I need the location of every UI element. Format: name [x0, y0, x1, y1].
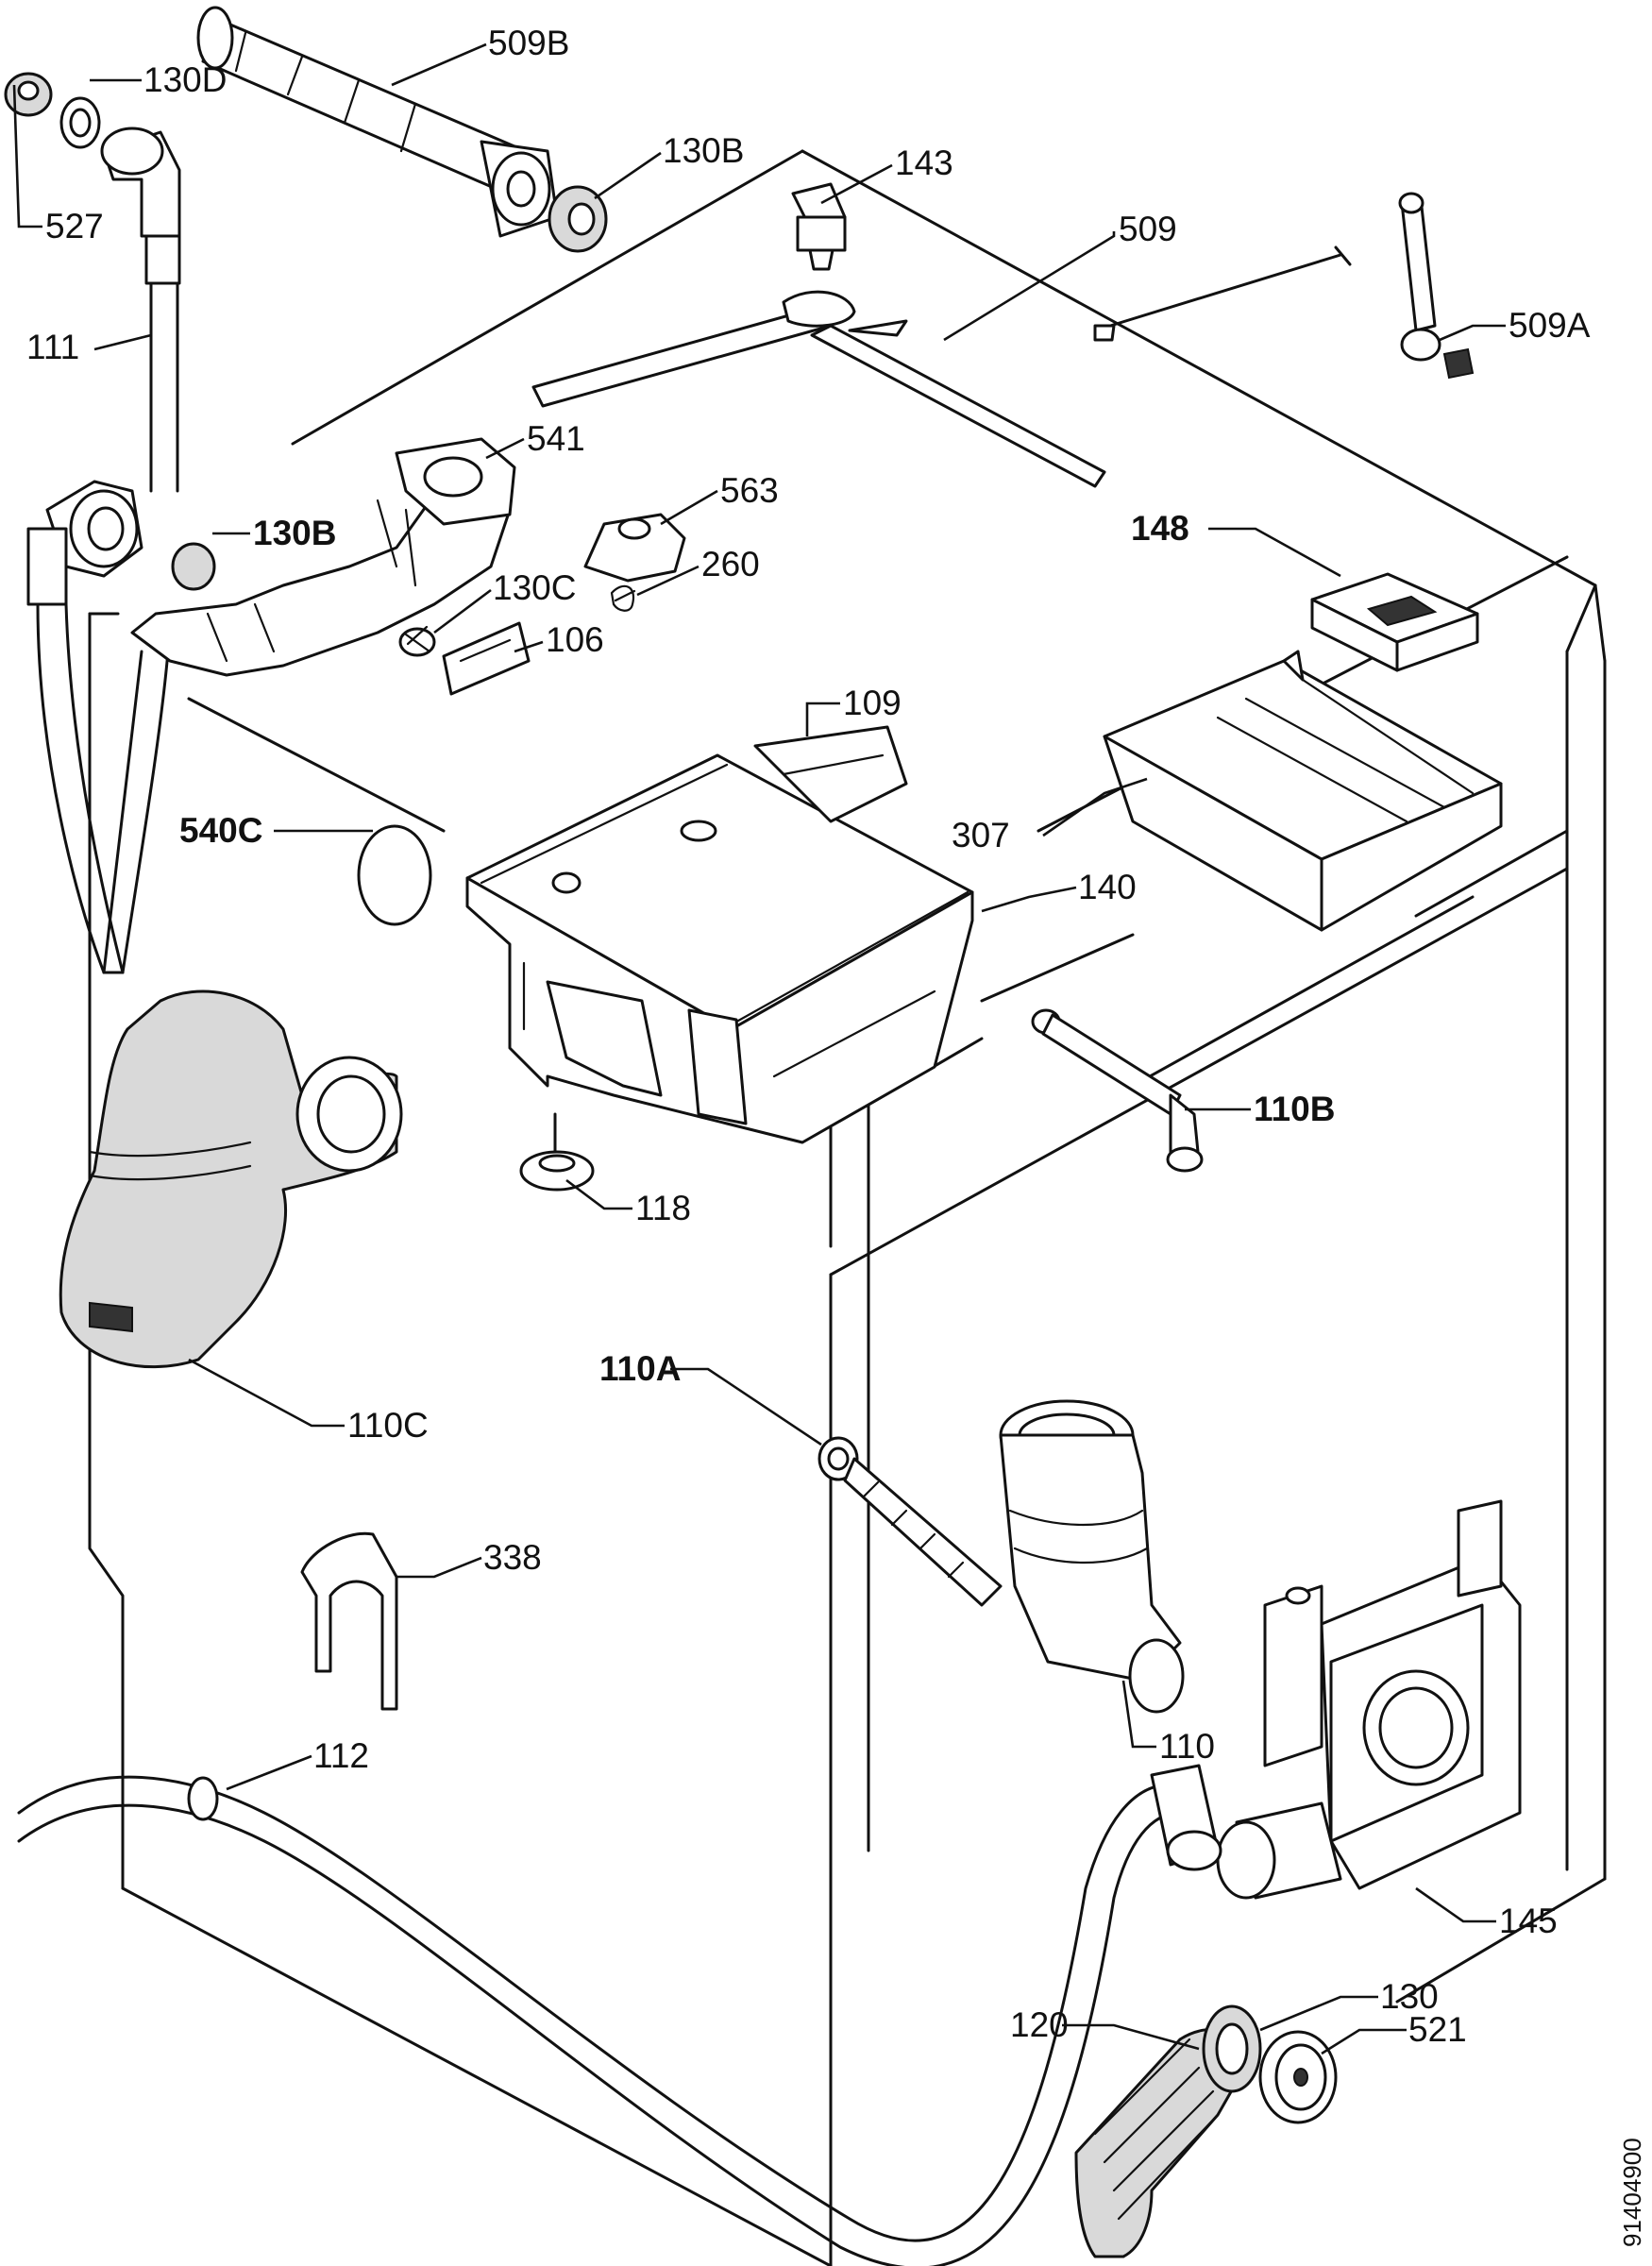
label-509b: 509B [488, 24, 569, 62]
label-540c: 540C [179, 811, 262, 850]
label-110c: 110C [347, 1406, 429, 1445]
label-338: 338 [483, 1538, 542, 1577]
label-509: 509 [1119, 210, 1177, 248]
impeller-118 [519, 1112, 595, 1192]
label-541: 541 [527, 419, 585, 458]
nut-527 [4, 72, 53, 117]
label-130d: 130D [143, 60, 227, 99]
bellows-110c [59, 989, 403, 1369]
filter-120 [1074, 2027, 1257, 2258]
label-110b: 110B [1254, 1090, 1335, 1128]
spring-260 [610, 584, 636, 612]
clip-338 [300, 1531, 398, 1711]
label-527: 527 [45, 207, 104, 245]
cap-521 [1258, 2030, 1338, 2124]
label-130: 130 [1380, 1977, 1439, 2016]
spring-130c [398, 625, 436, 657]
label-120: 120 [1010, 2005, 1069, 2044]
label-130b-top: 130B [663, 131, 744, 170]
lever-509a [1398, 192, 1475, 380]
hose-elbow-110 [999, 1399, 1185, 1714]
clip-106 [442, 621, 531, 696]
label-260: 260 [701, 545, 760, 583]
leader-lines [12, 42, 1506, 2055]
cover-563 [583, 513, 686, 583]
hose-110b [1031, 1008, 1204, 1173]
label-106: 106 [546, 620, 604, 659]
cap-540c [357, 824, 432, 926]
label-140: 140 [1078, 868, 1137, 906]
label-148: 148 [1131, 509, 1189, 548]
label-307: 307 [952, 816, 1010, 854]
label-563: 563 [720, 471, 779, 510]
pump-housing-145 [1216, 1499, 1522, 1900]
hose-110a [818, 1436, 1003, 1607]
valve-assembly-541 [130, 437, 516, 677]
label-521: 521 [1408, 2010, 1467, 2049]
dispenser-housing-140 [465, 725, 974, 1144]
label-109: 109 [843, 684, 902, 722]
fill-hose-111 [26, 127, 181, 974]
label-111: 111 [26, 328, 79, 366]
washer-130d [59, 96, 101, 149]
label-509a: 509A [1509, 306, 1591, 345]
label-143: 143 [895, 144, 953, 182]
document-number: 91404900 [1618, 2138, 1646, 2247]
label-145: 145 [1499, 1902, 1558, 1940]
label-130c: 130C [493, 568, 576, 607]
label-112: 112 [313, 1736, 369, 1775]
detergent-drawer-307 [1103, 650, 1503, 932]
nut-130b-top [548, 185, 608, 253]
knob-143 [791, 182, 847, 271]
cabinet-outline [88, 149, 1607, 2266]
label-118: 118 [635, 1189, 691, 1227]
label-130b-mid: 130B [253, 514, 336, 552]
label-110a: 110A [599, 1349, 681, 1388]
lever-509 [531, 245, 1352, 488]
seal-130 [1202, 2004, 1262, 2093]
handle-148 [1310, 572, 1479, 672]
drain-hose-112 [17, 1764, 1222, 2266]
part-labels: 509B 130D 527 130B 143 509 509A 111 541 … [26, 24, 1591, 2049]
label-110: 110 [1159, 1727, 1215, 1766]
